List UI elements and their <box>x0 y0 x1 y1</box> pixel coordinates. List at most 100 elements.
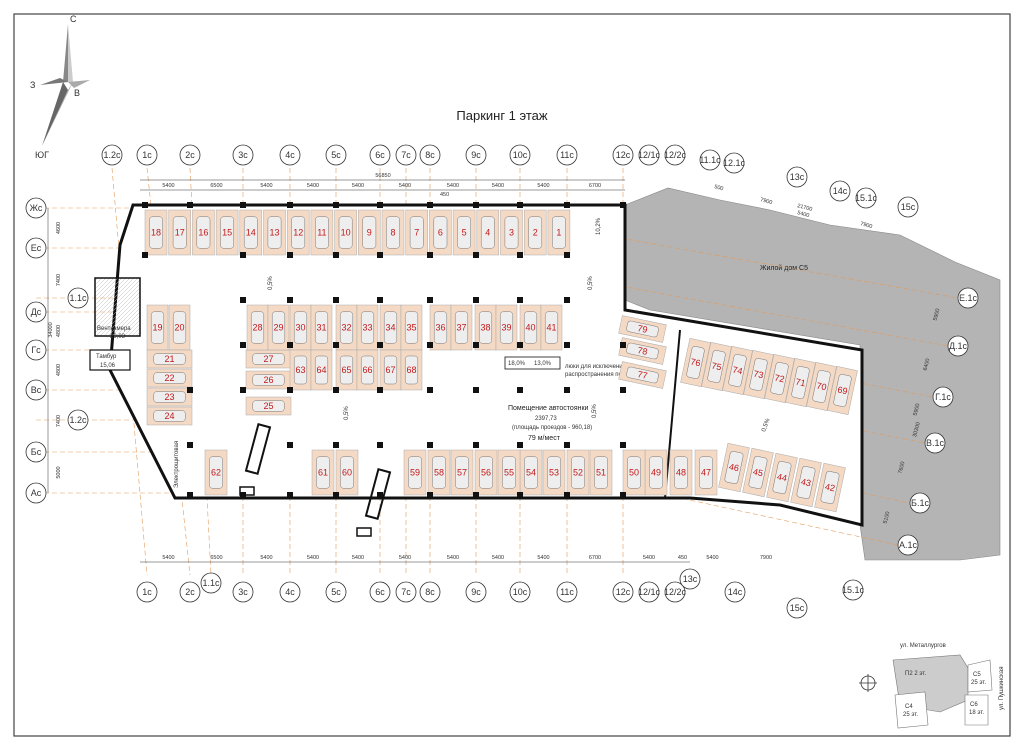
parking-space-number: 17 <box>175 228 185 238</box>
axis-bottom-2-label: 1.1c <box>202 578 220 588</box>
car-icon <box>686 346 705 379</box>
parking-space-number: 34 <box>385 323 395 333</box>
axis-top-13-label: 12/1c <box>638 150 661 160</box>
car-icon <box>626 320 659 338</box>
parking-space-22: 22 <box>146 368 193 388</box>
parking-space-17: 17 <box>168 209 191 256</box>
hatch-note-1: люки для исключения <box>565 364 626 370</box>
axis-bottom-4-label: 4c <box>285 587 295 597</box>
keyplan-b4: С6 <box>970 702 978 708</box>
tambur-label: Тамбур <box>96 354 117 360</box>
parking-space-7: 7 <box>405 209 428 256</box>
parking-space-number: 22 <box>164 373 174 383</box>
parking-space-number: 41 <box>546 323 556 333</box>
parking-info: Помещение автостоянки 2397,73 (площадь п… <box>508 364 635 442</box>
car-icon <box>649 456 663 489</box>
axis-top-2: 2c <box>179 144 201 166</box>
parking-space-39: 39 <box>495 304 518 351</box>
parking-space-number: 77 <box>637 369 649 381</box>
car-icon <box>699 456 713 489</box>
parking-space-number: 66 <box>362 365 372 375</box>
dim-ne-2: 21700 <box>796 203 812 213</box>
columns <box>142 202 626 498</box>
dim-bottom-10: 5400 <box>643 555 655 561</box>
parking-space-54: 54 <box>519 449 543 496</box>
parking-space-73: 73 <box>743 350 774 399</box>
parking-space-58: 58 <box>427 449 451 496</box>
parking-space-74: 74 <box>722 346 753 395</box>
dim-top-1: 6500 <box>210 183 222 189</box>
parking-space-number: 35 <box>406 323 416 333</box>
axis-left-8: Ас <box>25 482 47 504</box>
parking-space-77: 77 <box>618 361 667 389</box>
parking-space-number: 32 <box>341 323 351 333</box>
car-icon <box>528 216 543 249</box>
car-icon <box>457 216 471 249</box>
axis-top-6: 6c <box>369 144 391 166</box>
parking-space-number: 40 <box>525 323 535 333</box>
dim-top-9: 6700 <box>589 183 601 189</box>
parking-space-number: 6 <box>438 228 443 238</box>
vent-area: 29,03 <box>110 334 126 340</box>
slope-5: 0,5% <box>761 417 772 433</box>
dim-bottom-7: 5400 <box>492 555 504 561</box>
car-icon <box>433 216 448 249</box>
vent-chamber: Венткамера 29,03 Тамбур 15,06 <box>89 277 141 371</box>
parking-space-57: 57 <box>450 449 474 496</box>
axis-top-17: 13c <box>786 166 808 188</box>
car-icon <box>524 456 538 489</box>
axis-right-2: Г.1с <box>932 386 954 408</box>
axis-left-0: Жс <box>25 197 47 219</box>
axis-right-3: В.1с <box>924 432 946 454</box>
parking-space-26: 26 <box>245 370 292 390</box>
parking-space-number: 45 <box>752 467 764 479</box>
car-icon <box>796 466 816 499</box>
parking-space-14: 14 <box>239 209 263 256</box>
axis-bottom-5-label: 5c <box>331 587 341 597</box>
parking-space-number: 71 <box>795 377 807 389</box>
car-icon <box>748 456 768 489</box>
car-icon <box>314 355 329 385</box>
compass-s: ЮГ <box>35 150 49 160</box>
axis-top-6-label: 6c <box>375 150 385 160</box>
parking-space-number: 38 <box>480 323 490 333</box>
axis-bottom-8: 8c <box>419 581 441 603</box>
axis-bottom-16-label: 14c <box>728 587 743 597</box>
parking-space-number: 26 <box>263 375 273 385</box>
dim-right-2: 5900 <box>913 403 922 416</box>
car-icon <box>523 311 538 344</box>
axis-bottom-11: 11c <box>556 581 578 603</box>
car-icon <box>209 456 223 489</box>
axis-bottom-2: 1.1c <box>200 572 222 594</box>
parking-space-number: 60 <box>342 468 352 478</box>
car-icon <box>478 311 493 344</box>
vehicle-outlines <box>239 423 392 537</box>
parking-space-28: 28 <box>246 304 269 351</box>
parking-space-65: 65 <box>335 349 358 391</box>
axis-bottom-13: 12/1c <box>638 581 661 603</box>
axis-left-3-label: Дс <box>31 307 42 317</box>
parking-space-number: 12 <box>293 228 303 238</box>
dim-left-0: 4600 <box>56 222 62 234</box>
axis-top-18-label: 14c <box>833 186 848 196</box>
dim-top-4: 5400 <box>352 183 364 189</box>
parking-space-32: 32 <box>335 304 358 351</box>
parking-room-sub: (площадь проездов - 960,18) <box>512 425 592 431</box>
parking-space-60: 60 <box>335 449 359 496</box>
dim-ne-0: 500 <box>713 184 723 192</box>
axis-left-6-label: 1.2c <box>69 415 87 425</box>
parking-space-number: 31 <box>316 323 326 333</box>
parking-space-number: 14 <box>246 228 256 238</box>
parking-space-number: 47 <box>701 468 711 478</box>
parking-space-51: 51 <box>589 449 613 496</box>
car-icon <box>772 461 792 494</box>
axis-bottom-5: 5c <box>325 581 347 603</box>
car-icon <box>153 372 186 384</box>
axis-top-5: 5c <box>325 144 347 166</box>
parking-space-number: 74 <box>732 365 744 377</box>
parking-space-number: 68 <box>406 365 416 375</box>
axis-top-12-label: 12c <box>616 150 631 160</box>
axis-bottom-14-label: 12/2c <box>664 587 687 597</box>
car-icon <box>728 354 747 387</box>
parking-space-37: 37 <box>450 304 473 351</box>
